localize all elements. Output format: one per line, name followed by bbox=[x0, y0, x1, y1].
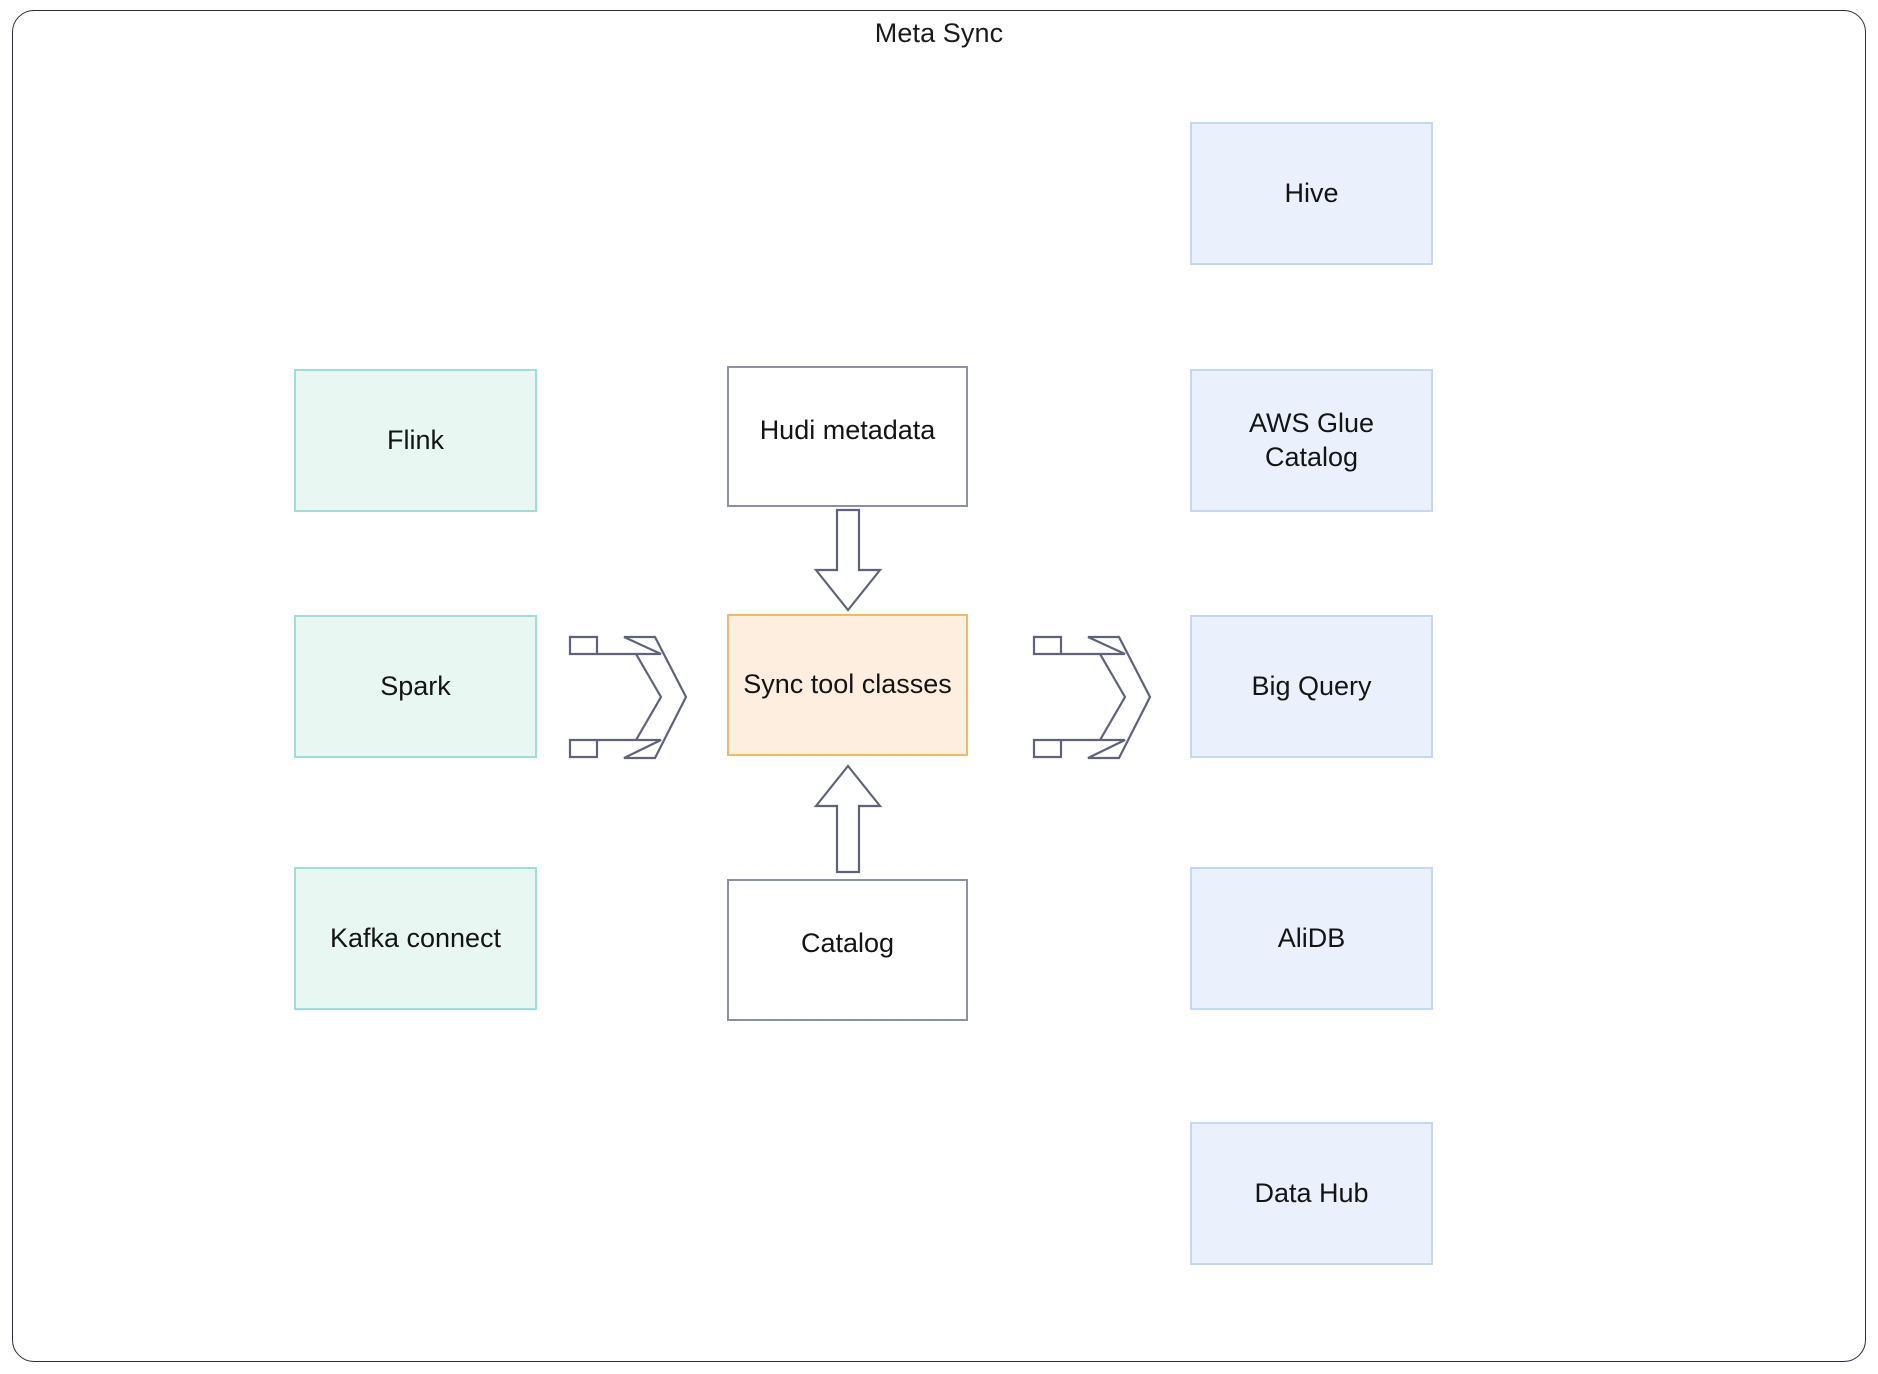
node-big-query[interactable]: Big Query bbox=[1190, 615, 1433, 758]
node-data-hub-label: Data Hub bbox=[1254, 1177, 1369, 1208]
node-aws-glue-catalog-label: AWS Glue Catalog bbox=[1248, 407, 1375, 472]
node-catalog-label: Catalog bbox=[800, 928, 895, 959]
node-flink-label: Flink bbox=[386, 424, 444, 455]
node-alidb-label: AliDB bbox=[1277, 922, 1346, 953]
diagram-title: Meta Sync bbox=[874, 18, 1004, 48]
node-hive-label: Hive bbox=[1284, 177, 1339, 208]
node-alidb[interactable]: AliDB bbox=[1190, 867, 1433, 1010]
node-catalog[interactable]: Catalog bbox=[727, 879, 968, 1021]
node-hudi-metadata-label: Hudi metadata bbox=[759, 414, 936, 445]
node-data-hub[interactable]: Data Hub bbox=[1190, 1122, 1433, 1265]
node-spark[interactable]: Spark bbox=[294, 615, 537, 758]
node-kafka-connect-label: Kafka connect bbox=[329, 922, 502, 953]
node-hive[interactable]: Hive bbox=[1190, 122, 1433, 265]
node-sync-tool-classes-label: Sync tool classes bbox=[743, 669, 952, 700]
node-big-query-label: Big Query bbox=[1251, 670, 1372, 701]
node-flink[interactable]: Flink bbox=[294, 369, 537, 512]
node-spark-label: Spark bbox=[380, 670, 451, 701]
node-aws-glue-catalog[interactable]: AWS Glue Catalog bbox=[1190, 369, 1433, 512]
node-kafka-connect[interactable]: Kafka connect bbox=[294, 867, 537, 1010]
diagram-frame bbox=[12, 10, 1866, 1362]
node-sync-tool-classes[interactable]: Sync tool classes bbox=[727, 614, 968, 756]
node-hudi-metadata[interactable]: Hudi metadata bbox=[727, 366, 968, 507]
